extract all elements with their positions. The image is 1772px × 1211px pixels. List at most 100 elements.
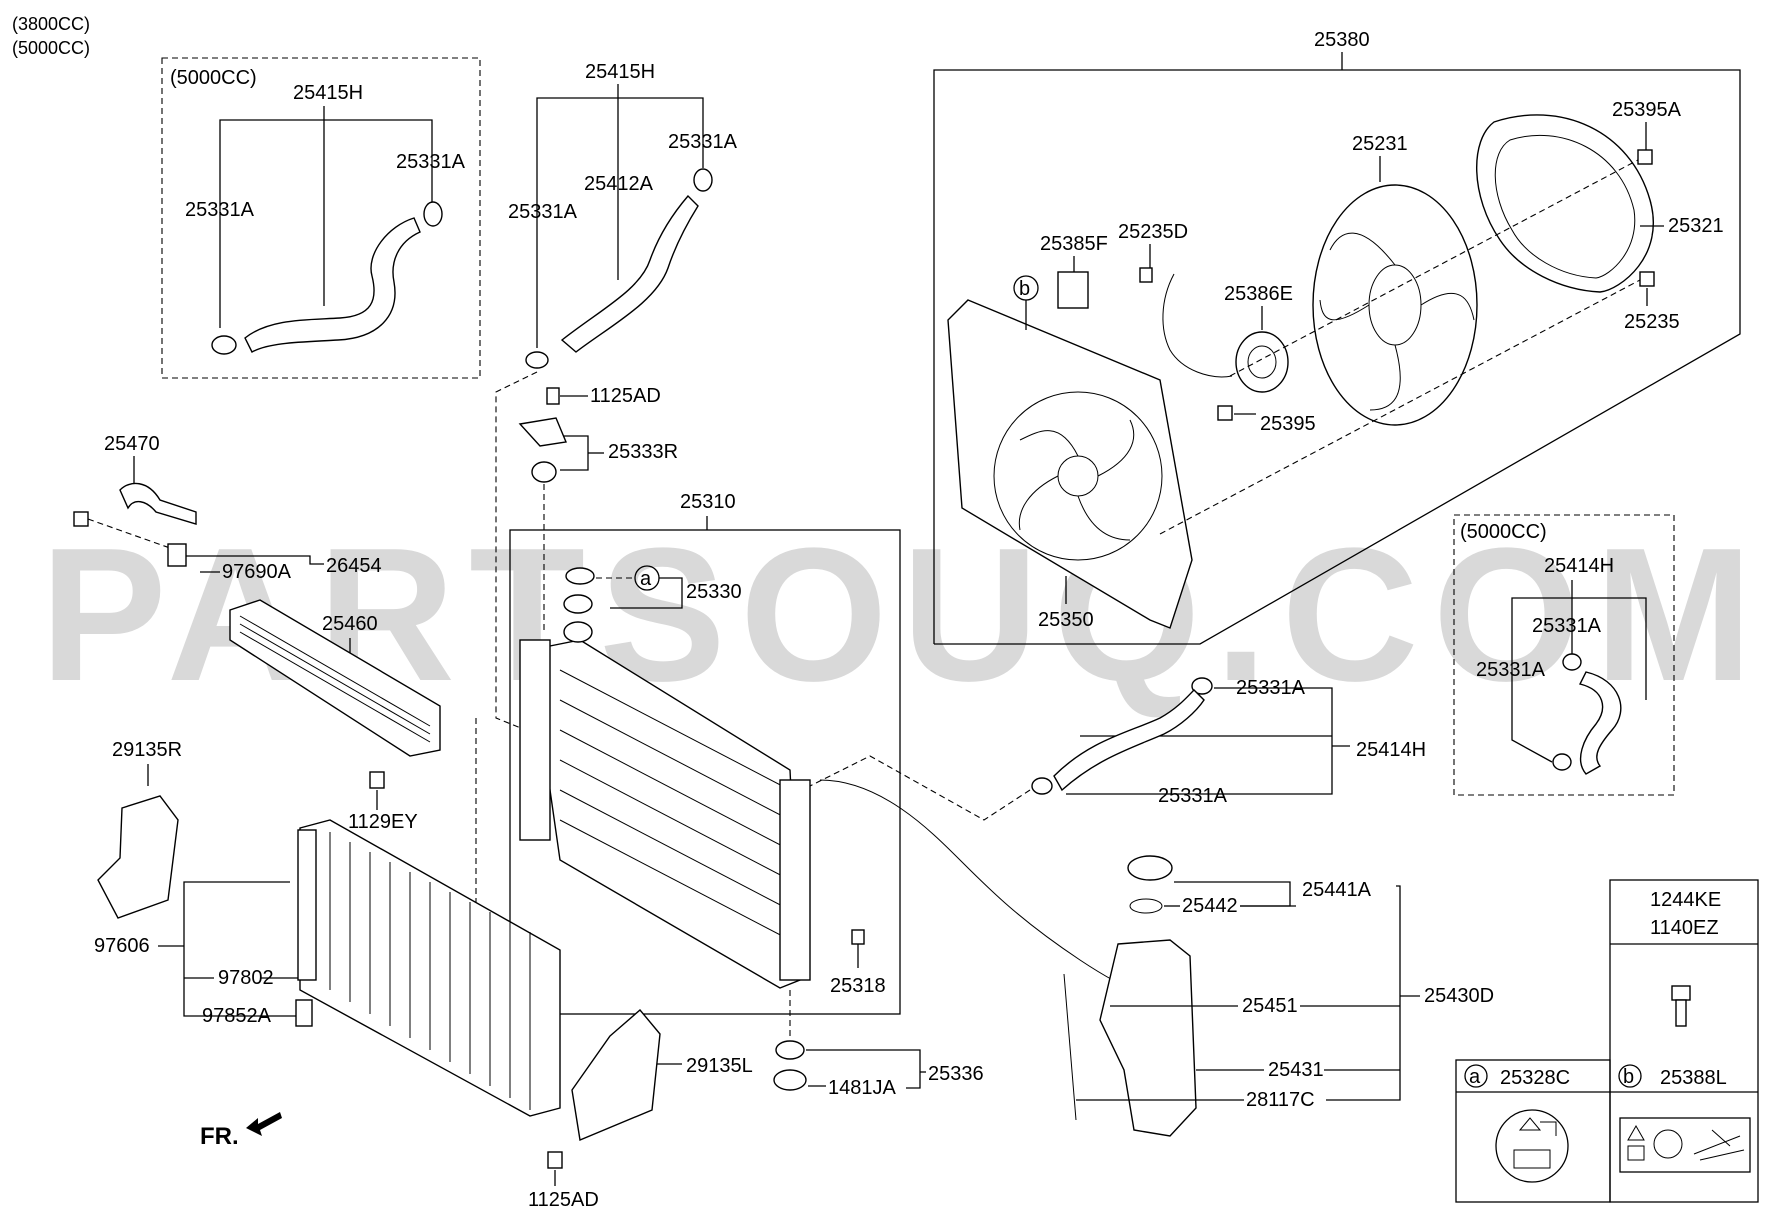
variant-5000: (5000CC) xyxy=(12,38,90,58)
callout-a: a xyxy=(640,568,652,590)
screw-ring xyxy=(1639,271,1655,287)
label-25441A[interactable]: 25441A xyxy=(1302,879,1372,901)
label-29135R[interactable]: 29135R xyxy=(112,739,182,761)
label-25318[interactable]: 25318 xyxy=(830,975,886,997)
insulator-lower xyxy=(773,1069,807,1091)
bracket-upper xyxy=(518,417,567,447)
warning-label-icon xyxy=(1619,1117,1751,1173)
label-25385F[interactable]: 25385F xyxy=(1040,233,1108,255)
label-25331A-upper-left[interactable]: 25331A xyxy=(508,201,578,223)
radiator-neck xyxy=(563,621,593,643)
label-25412A[interactable]: 25412A xyxy=(584,173,654,195)
receiver-dryer xyxy=(295,999,313,1027)
clamp-5000-left-b xyxy=(423,201,443,227)
label-97802[interactable]: 97802 xyxy=(218,967,274,989)
label-25415H-box[interactable]: 25415H xyxy=(293,82,363,104)
shroud xyxy=(947,299,1193,629)
box-5000-right xyxy=(1453,514,1675,796)
legend-code-1244KE: 1244KE xyxy=(1650,889,1721,911)
label-25321[interactable]: 25321 xyxy=(1668,215,1724,237)
legend-table: 1244KE 1140EZ a 25328C b 25388L xyxy=(1455,879,1759,1203)
label-1125AD-top[interactable]: 1125AD xyxy=(590,385,661,407)
legend-code-25388L: 25388L xyxy=(1660,1067,1727,1089)
label-25451[interactable]: 25451 xyxy=(1242,995,1298,1017)
label-28117C[interactable]: 28117C xyxy=(1246,1089,1315,1111)
screw-resistor xyxy=(1139,267,1153,283)
shroud-ring xyxy=(1476,114,1654,293)
label-25235D[interactable]: 25235D xyxy=(1118,221,1188,243)
label-25331A-box-right[interactable]: 25331A xyxy=(396,151,466,173)
box-5000-left-variant: (5000CC) xyxy=(170,67,257,89)
bolt-bottom xyxy=(547,1151,563,1169)
legend-bolt-icon xyxy=(1671,985,1691,1001)
level-gauge xyxy=(1063,973,1077,1121)
label-97852A[interactable]: 97852A xyxy=(202,1005,272,1027)
label-26454[interactable]: 26454 xyxy=(326,555,382,577)
label-25333R[interactable]: 25333R xyxy=(608,441,678,463)
variant-3800: (3800CC) xyxy=(12,14,90,34)
label-25231[interactable]: 25231 xyxy=(1352,133,1408,155)
radiator-cap xyxy=(563,594,593,614)
label-29135L[interactable]: 29135L xyxy=(686,1055,753,1077)
reservoir-gasket xyxy=(1129,898,1163,914)
box-5000-left xyxy=(161,57,481,379)
label-1129EY[interactable]: 1129EY xyxy=(348,811,418,833)
clamp-5000-left-a xyxy=(211,335,237,355)
label-25331A-box-right-bottom[interactable]: 25331A xyxy=(1476,659,1546,681)
clamp-lower-a xyxy=(1191,677,1213,695)
box-5000-right-variant: (5000CC) xyxy=(1460,521,1547,543)
legend-code-1140EZ: 1140EZ xyxy=(1650,917,1719,939)
label-25235[interactable]: 25235 xyxy=(1624,311,1680,333)
hose-upper xyxy=(560,194,699,353)
label-25442[interactable]: 25442 xyxy=(1182,895,1238,917)
legend-b-marker xyxy=(1618,1064,1642,1088)
label-25350[interactable]: 25350 xyxy=(1038,609,1094,631)
label-25330[interactable]: 25330 xyxy=(686,581,742,603)
label-25414H[interactable]: 25414H xyxy=(1356,739,1426,761)
label-25380[interactable]: 25380 xyxy=(1314,29,1370,51)
label-25431[interactable]: 25431 xyxy=(1268,1059,1324,1081)
label-1125AD-bottom[interactable]: 1125AD xyxy=(528,1189,599,1211)
label-97690A[interactable]: 97690A xyxy=(222,561,292,583)
label-25386E[interactable]: 25386E xyxy=(1224,283,1293,305)
hose-5000-left xyxy=(244,217,421,353)
oil-tube xyxy=(119,482,197,525)
label-97606[interactable]: 97606 xyxy=(94,935,150,957)
radiator-tank-right xyxy=(779,779,811,981)
clamp-upper-b xyxy=(693,168,713,192)
clamp-5000-right-b xyxy=(1552,753,1572,771)
label-25470[interactable]: 25470 xyxy=(104,433,160,455)
overflow-hose xyxy=(819,779,1149,997)
label-25415H[interactable]: 25415H xyxy=(585,61,655,83)
label-25331A-lower-bottom[interactable]: 25331A xyxy=(1158,785,1228,807)
drain-plug xyxy=(851,929,865,945)
mount-upper xyxy=(531,461,557,483)
label-25395[interactable]: 25395 xyxy=(1260,413,1316,435)
legend-a-marker xyxy=(1464,1064,1488,1088)
seal-cap xyxy=(565,567,595,585)
legend-b: b xyxy=(1623,1066,1634,1088)
front-arrow-icon xyxy=(246,1112,282,1136)
clamp-upper-a xyxy=(525,351,549,369)
bolt-oil-tube xyxy=(73,511,89,527)
air-guard-right xyxy=(571,1009,661,1141)
label-25460[interactable]: 25460 xyxy=(322,613,378,635)
bolt-shroud-top xyxy=(1637,149,1653,165)
air-guard-left xyxy=(97,795,179,919)
fan-blade xyxy=(1312,184,1478,426)
label-25336[interactable]: 25336 xyxy=(928,1063,984,1085)
radiator-box xyxy=(509,529,901,1015)
label-25395A[interactable]: 25395A xyxy=(1612,99,1682,121)
hose-5000-right xyxy=(1578,671,1622,775)
bolt-top xyxy=(546,387,560,405)
label-25414H-box[interactable]: 25414H xyxy=(1544,555,1614,577)
label-1481JA[interactable]: 1481JA xyxy=(828,1077,896,1099)
label-25430D[interactable]: 25430D xyxy=(1424,985,1494,1007)
label-25310[interactable]: 25310 xyxy=(680,491,736,513)
label-25331A-box-right-top[interactable]: 25331A xyxy=(1532,615,1602,637)
mount-lower xyxy=(775,1040,805,1060)
fan-assy-box xyxy=(933,69,1741,645)
bolt-motor xyxy=(1217,405,1233,421)
legend-code-25328C: 25328C xyxy=(1500,1067,1570,1089)
